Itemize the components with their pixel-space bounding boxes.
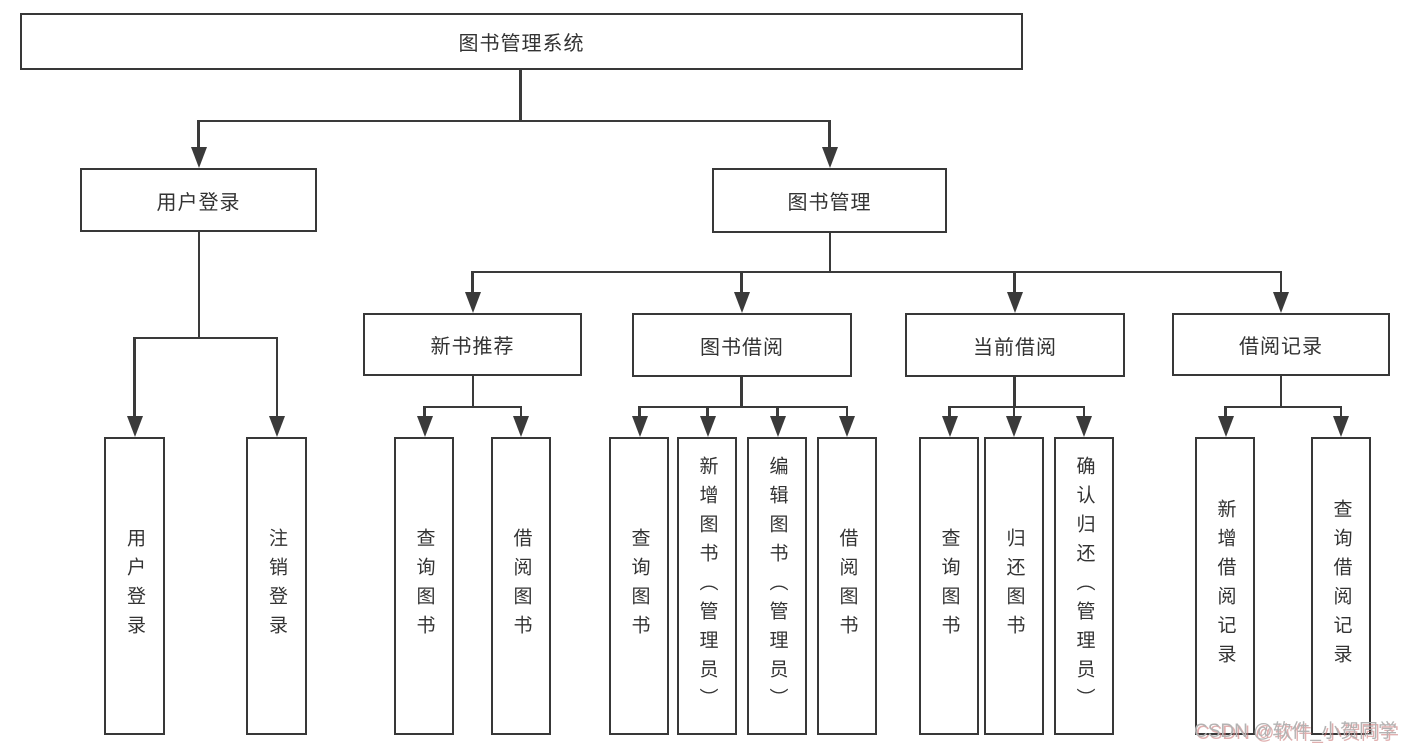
- connector-line: [1012, 405, 1015, 418]
- leaf-borrow-books: 借阅图书: [817, 437, 877, 735]
- leaf-user-login: 用户登录: [104, 437, 165, 735]
- arrowhead: [1076, 416, 1092, 437]
- leaf-query-books-borrow-label: 查询图书: [628, 528, 650, 644]
- connector-line: [133, 336, 136, 418]
- leaf-query-books-current: 查询图书: [919, 437, 979, 735]
- node-book-management-label: 图书管理: [787, 192, 872, 214]
- arrowhead: [190, 147, 207, 168]
- connector-line: [1013, 270, 1016, 294]
- arrowhead: [464, 292, 481, 313]
- node-root: 图书管理系统: [20, 13, 1023, 70]
- connector-line: [471, 270, 474, 294]
- connector-line: [948, 405, 1085, 408]
- connector-line: [471, 376, 474, 407]
- arrowhead: [839, 416, 855, 437]
- connector-line: [828, 119, 831, 149]
- connector-line: [197, 119, 200, 149]
- leaf-logout: 注销登录: [246, 437, 307, 735]
- connector-line: [1082, 405, 1085, 418]
- arrowhead: [941, 416, 958, 437]
- connector-line: [1224, 405, 1342, 408]
- connector-line: [1279, 376, 1282, 407]
- connector-line: [638, 405, 848, 408]
- leaf-query-borrow-record-label: 查询借阅记录: [1330, 499, 1352, 673]
- connector-line: [423, 405, 426, 418]
- connector-line: [740, 377, 743, 407]
- arrowhead: [769, 416, 786, 437]
- leaf-add-borrow-record: 新增借阅记录: [1195, 437, 1255, 735]
- arrowhead: [126, 416, 143, 437]
- node-user-login: 用户登录: [80, 168, 317, 232]
- connector-line: [471, 270, 1282, 273]
- arrowhead: [733, 292, 750, 313]
- connector-line: [197, 232, 200, 339]
- leaf-borrow-books-recommend: 借阅图书: [491, 437, 551, 735]
- leaf-user-login-label: 用户登录: [124, 528, 145, 644]
- leaf-query-books-current-label: 查询图书: [938, 528, 960, 644]
- leaf-edit-books-admin: 编辑图书（管理员）: [747, 437, 807, 735]
- arrowhead: [269, 416, 285, 437]
- arrowhead: [416, 416, 433, 437]
- connector-line: [638, 405, 641, 418]
- arrowhead: [699, 416, 716, 437]
- leaf-edit-books-admin-label: 编辑图书（管理员）: [766, 455, 788, 717]
- node-current-borrow-label: 当前借阅: [973, 336, 1057, 359]
- csdn-watermark: CSDN @软件_小贺同学: [1194, 721, 1397, 742]
- arrowhead: [631, 416, 648, 437]
- leaf-add-books-admin: 新增图书（管理员）: [677, 437, 737, 735]
- connector-line: [133, 336, 278, 339]
- arrowhead: [1217, 416, 1234, 437]
- leaf-query-books-recommend-label: 查询图书: [413, 528, 435, 644]
- arrowhead: [1273, 292, 1289, 313]
- connector-line: [845, 405, 848, 418]
- connector-line: [1279, 270, 1282, 294]
- connector-line: [423, 405, 522, 408]
- connector-line: [740, 270, 743, 294]
- leaf-borrow-books-label: 借阅图书: [836, 528, 858, 644]
- leaf-logout-label: 注销登录: [266, 528, 287, 644]
- leaf-query-books-borrow: 查询图书: [609, 437, 669, 735]
- leaf-confirm-return-admin-label: 确认归还（管理员）: [1073, 455, 1095, 717]
- leaf-return-books: 归还图书: [984, 437, 1044, 735]
- leaf-query-borrow-record: 查询借阅记录: [1311, 437, 1371, 735]
- node-borrow-records-label: 借阅记录: [1239, 336, 1323, 358]
- connector-line: [519, 70, 522, 122]
- node-book-borrow-label: 图书借阅: [700, 336, 784, 359]
- connector-line: [519, 405, 522, 418]
- node-borrow-records: 借阅记录: [1172, 313, 1390, 376]
- connector-line: [1224, 405, 1227, 418]
- leaf-query-books-recommend: 查询图书: [394, 437, 454, 735]
- connector-line: [706, 405, 709, 418]
- node-user-login-label: 用户登录: [156, 191, 241, 214]
- node-book-borrow: 图书借阅: [632, 313, 852, 377]
- arrowhead: [513, 416, 529, 437]
- node-current-borrow: 当前借阅: [905, 313, 1125, 377]
- node-root-label: 图书管理系统: [458, 33, 585, 55]
- leaf-add-books-admin-label: 新增图书（管理员）: [696, 455, 718, 717]
- arrowhead: [1006, 292, 1023, 313]
- leaf-confirm-return-admin: 确认归还（管理员）: [1054, 437, 1114, 735]
- node-book-management: 图书管理: [712, 168, 947, 233]
- connector-line: [776, 405, 779, 418]
- node-new-book-recommend: 新书推荐: [363, 313, 582, 376]
- leaf-add-borrow-record-label: 新增借阅记录: [1214, 499, 1236, 673]
- arrowhead: [1006, 416, 1022, 437]
- connector-line: [197, 119, 830, 122]
- connector-line: [1013, 377, 1016, 407]
- leaf-return-books-label: 归还图书: [1003, 528, 1025, 644]
- connector-line: [1339, 405, 1342, 418]
- connector-line: [948, 405, 951, 418]
- connector-line: [275, 336, 278, 418]
- arrowhead: [821, 147, 838, 168]
- leaf-borrow-books-recommend-label: 借阅图书: [510, 528, 532, 644]
- connector-line: [828, 233, 831, 273]
- arrowhead: [1333, 416, 1349, 437]
- node-new-book-recommend-label: 新书推荐: [430, 336, 515, 358]
